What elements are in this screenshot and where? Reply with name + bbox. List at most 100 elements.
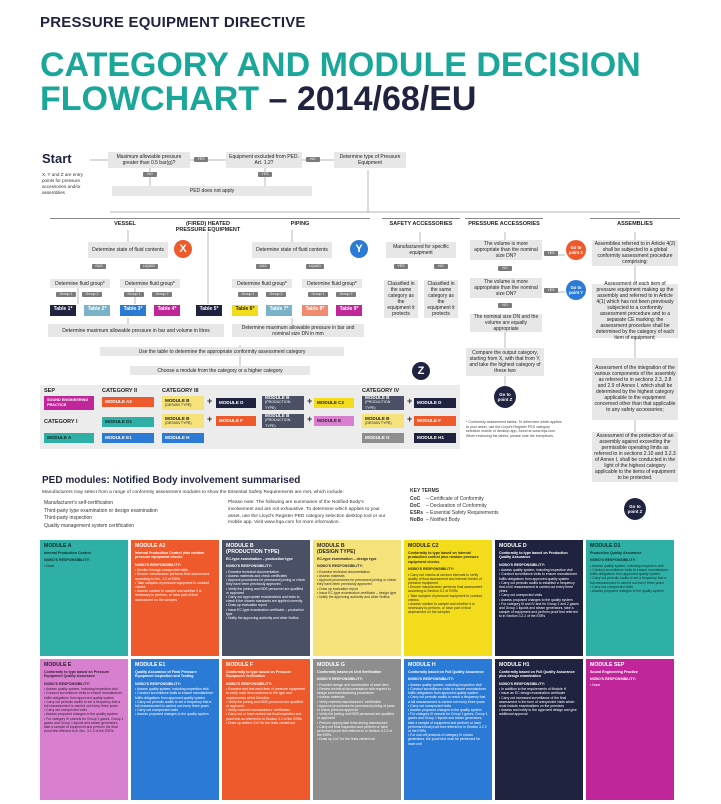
card-item: Issue EC-type examination certificate – … xyxy=(226,608,306,616)
module-f-iv-box[interactable]: MODULE F xyxy=(414,416,456,426)
mod-b2-sub: (PRODUCTION TYPE) xyxy=(265,400,291,410)
card-responsibility: NOBO'S RESPONSIBILITY: xyxy=(317,677,363,682)
card-item: Monitor through unexpected visits xyxy=(135,568,215,572)
table-8[interactable]: Table 8* xyxy=(302,305,328,316)
module-g-box[interactable]: MODULE G xyxy=(362,433,404,443)
card-item: Verify the joining and NDE personnel are… xyxy=(226,587,306,595)
table-5[interactable]: Table 5* xyxy=(196,305,222,316)
notified-bullets: Manufacturer's self-certification Third-… xyxy=(44,500,158,530)
mod-b3-sub: (DESIGN TYPE) xyxy=(165,421,192,425)
card-responsibility: NOBO'S RESPONSIBILITY: xyxy=(226,681,272,686)
card-item: Issue an EC design examination certifica… xyxy=(499,691,579,695)
card-item: Carry out unexpected visits xyxy=(590,585,670,589)
no-label-1: NO xyxy=(306,157,320,162)
module-b-production-3[interactable]: MODULE B(PRODUCTION TYPE) xyxy=(362,395,404,410)
point-x-icon: X xyxy=(174,240,192,258)
module-d1-box[interactable]: MODULE D1 xyxy=(102,417,154,427)
card-responsibility: NOBO'S RESPONSIBILITY: xyxy=(590,558,636,563)
module-a2-box[interactable]: MODULE A2 xyxy=(102,397,154,407)
card-subtitle: Quality Assurance of Final Pressure Equi… xyxy=(135,670,197,679)
table-3[interactable]: Table 3* xyxy=(120,305,146,316)
table-7[interactable]: Table 7* xyxy=(266,305,292,316)
module-card-module-b: MODULE B(PRODUCTION TYPE)EC-type examina… xyxy=(222,540,310,656)
card-items: In addition to the requirements of Modul… xyxy=(499,687,579,716)
group2-d: Group 2 xyxy=(336,292,356,297)
yes-label-5: YES xyxy=(544,288,558,293)
card-title: MODULE C2 xyxy=(408,543,439,549)
card-item: Conduct surveillance visits to ensure ma… xyxy=(590,568,670,576)
module-h1-box[interactable]: MODULE H1 xyxy=(414,433,456,443)
group2-c: Group 2 xyxy=(266,292,286,297)
card-item: Conduct surveillance visits to ensure ma… xyxy=(135,691,215,699)
module-b-design-1[interactable]: MODULE B(DESIGN TYPE) xyxy=(162,396,204,410)
card-items: Carry out checks at random intervals to … xyxy=(408,573,488,615)
head-safety: SAFETY ACCESSORIES xyxy=(382,218,460,227)
module-b-design-3[interactable]: MODULE B(DESIGN TYPE) xyxy=(362,414,404,428)
card-subtitle: Internal Production Control plus random … xyxy=(135,551,205,560)
bullet-4: Quality management system certification xyxy=(44,522,135,529)
table-6[interactable]: Table 6* xyxy=(232,305,258,316)
card-item: Examine and test each item of pressure e… xyxy=(226,687,306,700)
card-item: Assess number to sample and whether it i… xyxy=(408,602,488,615)
use-table: Use the table to determine the appropria… xyxy=(100,347,344,356)
card-item: For category III vessels for Group 1 gas… xyxy=(44,717,124,734)
table-2[interactable]: Table 2* xyxy=(84,305,110,316)
notified-intro: Manufacturers may select from a range of… xyxy=(42,490,344,495)
fluid-group-4: Determine fluid group* xyxy=(302,279,362,288)
module-h-box[interactable]: MODULE H xyxy=(162,433,204,443)
module-d-iv-box[interactable]: MODULE D xyxy=(414,398,456,408)
no-label-2: NO xyxy=(143,172,157,177)
card-item: Carry out final inspection and perform o… xyxy=(317,725,397,738)
card-item: Take samples of pressure equipment to co… xyxy=(135,581,215,589)
mod-b1-sub: (DESIGN TYPE) xyxy=(165,403,192,407)
card-item: Examine technical documentation xyxy=(226,570,306,574)
plus-4: + xyxy=(307,414,313,424)
card-item: Carry out periodic audits to set a frequ… xyxy=(135,700,215,708)
vol-piping: Determine maximum allowable pressure in … xyxy=(232,324,364,337)
module-b-production-1[interactable]: MODULE B(PRODUCTION TYPE) xyxy=(262,395,304,410)
card-item: Carry out periodic audits to set a frequ… xyxy=(44,700,124,708)
sep-box: SOUND ENGINEERING PRACTICE xyxy=(44,396,94,410)
card-items: Assess quality system, including inspect… xyxy=(44,687,124,733)
module-b-production-2[interactable]: MODULE B(PRODUCTION TYPE) xyxy=(262,413,304,428)
assembly-3: Assessment of the integration of the var… xyxy=(592,358,678,420)
vol-vessel: Determine maximum allowable pressure in … xyxy=(48,324,224,337)
module-d-box[interactable]: MODULE D xyxy=(216,398,256,408)
card-items: Examine and test each item of pressure e… xyxy=(226,687,306,725)
card-responsibility: NOBO'S RESPONSIBILITY: xyxy=(590,677,636,682)
sep-sub: SOUND ENGINEERING PRACTICE xyxy=(47,397,89,408)
card-title-2: (PRODUCTION TYPE) xyxy=(226,549,280,555)
module-c2-box[interactable]: MODULE C2 xyxy=(314,398,354,408)
card-title: MODULE SEP xyxy=(590,662,625,668)
card-item: Carry out periodic audits to reach a fre… xyxy=(408,695,488,703)
module-b-design-2[interactable]: MODULE B(DESIGN TYPE) xyxy=(162,414,204,428)
card-item: Ensure manufacturer performs final asses… xyxy=(135,572,215,580)
module-e1-box[interactable]: MODULE E1 xyxy=(102,433,154,443)
table-1[interactable]: Table 1* xyxy=(50,305,76,316)
mod-b6-title: MODULE B xyxy=(365,415,390,421)
card-items: Assess quality system, including inspect… xyxy=(408,683,488,746)
module-f-box[interactable]: MODULE F xyxy=(216,416,256,426)
module-e-box[interactable]: MODULE E xyxy=(314,416,354,426)
module-a-box[interactable]: MODULE A xyxy=(44,433,94,443)
key-3-value: – Essential Safety Requirements xyxy=(426,510,499,516)
card-items: Examine technical documentationAssess ma… xyxy=(317,570,397,599)
cat-3: CATEGORY III xyxy=(162,388,199,394)
start-label: Start xyxy=(42,151,72,166)
state-vessel: Determine state of fluid contents xyxy=(88,242,168,258)
table-4[interactable]: Table 4* xyxy=(154,305,180,316)
classified-no: Classified in the same category as the e… xyxy=(424,280,458,318)
cat-4: CATEGORY IV xyxy=(362,388,400,394)
card-item: Ensure manufacturer performs final asses… xyxy=(408,585,488,593)
bullet-3: Third-party inspection xyxy=(44,515,93,521)
mod-b1-title: MODULE B xyxy=(165,397,190,403)
key-1-value: – Certificate of Conformity xyxy=(426,496,484,502)
table-9[interactable]: Table 9* xyxy=(336,305,362,316)
title-line1: CATEGORY AND MODULE DECISION xyxy=(40,46,641,84)
fluid-group-3: Determine fluid group* xyxy=(232,279,292,288)
